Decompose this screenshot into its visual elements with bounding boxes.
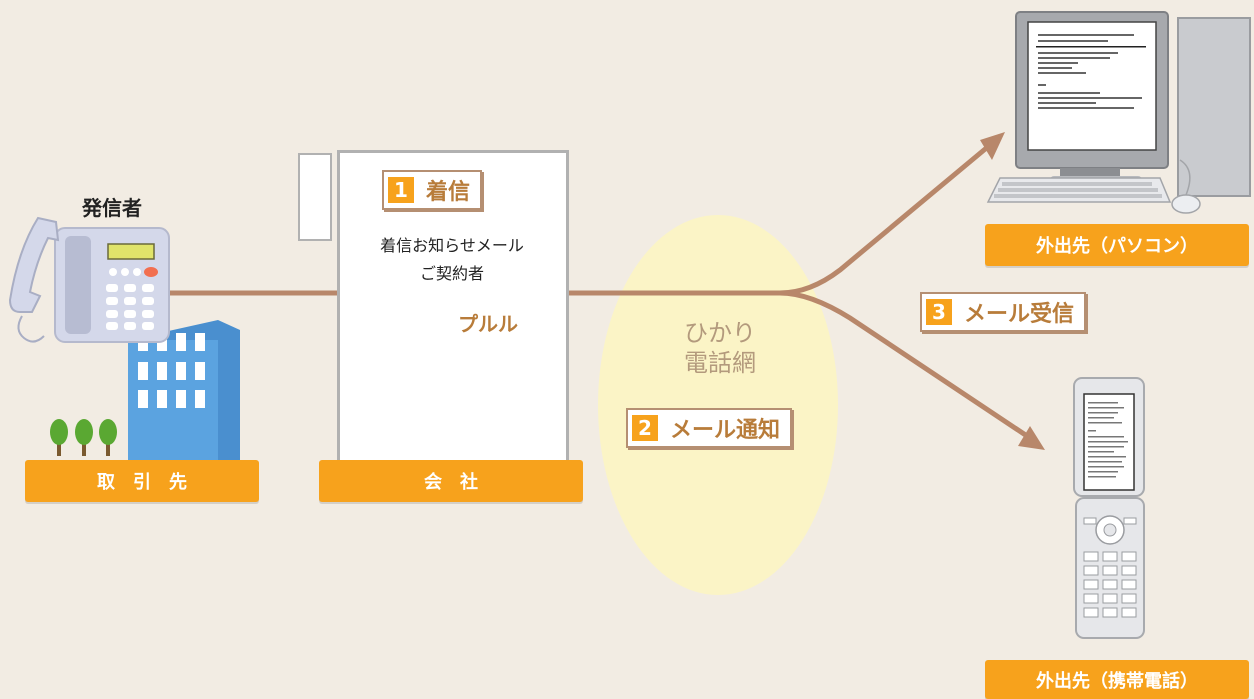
service-line-2: ご契約者 [419, 264, 484, 283]
step-3-number: 3 [926, 299, 952, 325]
arrowhead-pc [980, 132, 1005, 160]
line-to-pc [168, 143, 992, 296]
business-partner-label: 取 引 先 [25, 460, 259, 502]
step-1-number: 1 [388, 177, 414, 203]
computer-icon [986, 11, 1251, 214]
step-2-mail-notify: 2 メール通知 [626, 408, 793, 448]
step-2-number: 2 [632, 415, 658, 441]
caller-phone-icon [8, 216, 170, 343]
mobile-phone-icon [1073, 377, 1145, 639]
service-subscriber-text: 着信お知らせメール ご契約者 [337, 232, 567, 288]
network-label: ひかり 電話網 [640, 318, 800, 378]
step-1-label: 着信 [426, 180, 471, 205]
step-3-label: メール受信 [964, 302, 1075, 327]
destination-mobile-label: 外出先（携帯電話） [985, 660, 1249, 699]
network-ellipse [598, 215, 838, 595]
line-to-mobile [779, 290, 1032, 441]
tree-icon [50, 419, 117, 456]
building-icon [128, 320, 240, 460]
network-label-line-2: 電話網 [684, 349, 756, 377]
step-2-label: メール通知 [670, 418, 781, 443]
network-label-line-1: ひかり [684, 319, 756, 347]
ring-sound-text: プルル [458, 312, 518, 336]
service-line-1: 着信お知らせメール [380, 236, 524, 255]
step-1-incoming: 1 着信 [382, 170, 483, 210]
wall-mounted-device [298, 153, 332, 241]
step-3-mail-receive: 3 メール受信 [920, 292, 1087, 332]
caller-label: 発信者 [82, 196, 142, 220]
arrowhead-mobile [1018, 426, 1045, 450]
destination-pc-label: 外出先（パソコン） [985, 224, 1249, 266]
company-label: 会 社 [319, 460, 583, 502]
